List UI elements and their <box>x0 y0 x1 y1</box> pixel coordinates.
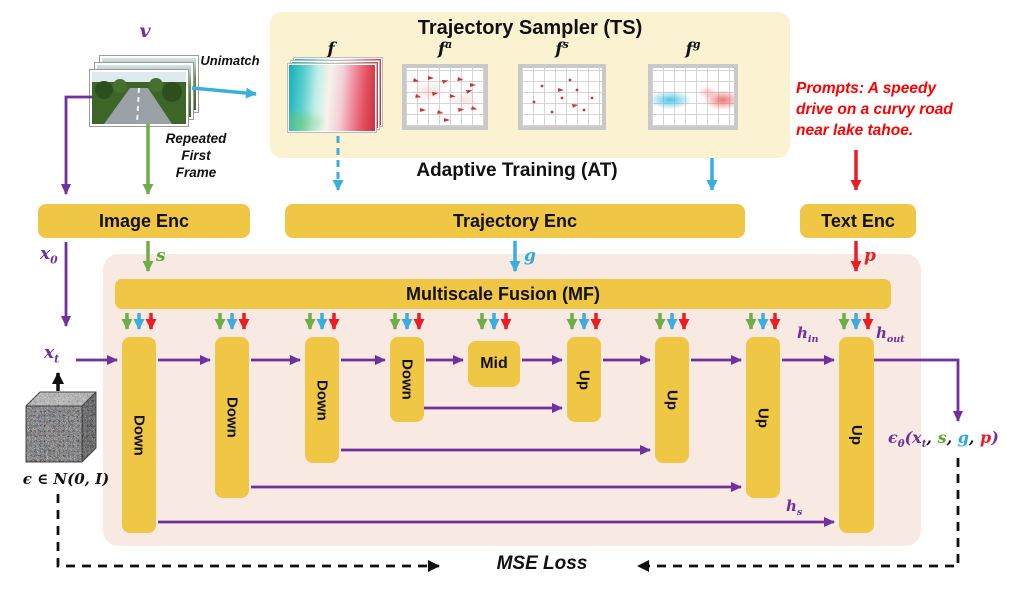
goal-flow-panel <box>648 64 738 130</box>
x0-label: x0 <box>40 244 58 267</box>
flow-layer-front <box>287 63 377 133</box>
flow-label-fs: fs <box>555 38 569 60</box>
h-s-label: hs <box>786 497 803 518</box>
trajectory-sampler-title: Trajectory Sampler (TS) <box>417 17 643 39</box>
unet-up-block-2: Up <box>655 337 689 463</box>
prompts-text: Prompts: A speedy drive on a curvy road … <box>796 80 953 139</box>
unimatch-label: Unimatch <box>200 53 260 68</box>
unet-up-block-4: Up <box>839 337 874 533</box>
h-out-label: hout <box>876 324 905 345</box>
arrow-flow-marks <box>412 76 478 122</box>
trajectory-encoder-box: Trajectory Enc <box>285 204 745 238</box>
unet-down-block-4: Down <box>390 337 424 422</box>
unet-down-block-2: Down <box>215 337 249 498</box>
s-label: s <box>156 246 166 266</box>
h-in-label: hin <box>797 324 819 345</box>
flow-label-fa: fa <box>437 38 453 60</box>
video-symbol-label: v <box>139 20 151 42</box>
mse-loss-label: MSE Loss <box>496 553 588 574</box>
noise-distribution-label: ϵ ∈ N(0, I) <box>22 470 110 488</box>
road-scene-image <box>92 72 186 125</box>
predicted-noise-label: ϵθ(xt, s, g, p) <box>888 428 999 451</box>
g-label: g <box>524 246 536 266</box>
video-frame-front <box>89 69 189 127</box>
unet-down-block-1: Down <box>122 337 156 533</box>
adaptive-training-title: Adaptive Training (AT) <box>416 160 618 181</box>
unet-up-block-1: Up <box>567 337 601 422</box>
sparse-flow-panel <box>518 64 606 130</box>
gaussian-noise-cube <box>25 391 97 463</box>
unet-up-block-3: Up <box>746 337 780 498</box>
xt-label: xt <box>44 343 60 366</box>
p-label: p <box>864 246 876 266</box>
sparse-flow-marks <box>532 78 594 114</box>
unet-down-block-3: Down <box>305 337 339 463</box>
multiscale-fusion-bar: Multiscale Fusion (MF) <box>115 279 891 309</box>
text-encoder-box: Text Enc <box>800 204 916 238</box>
arrow-flow-panel <box>402 64 488 130</box>
flow-label-fg: fg <box>685 38 701 60</box>
flow-label-f: f <box>327 39 335 60</box>
image-encoder-box: Image Enc <box>38 204 250 238</box>
repeated-first-frame-label: Repeated First Frame <box>165 131 227 180</box>
unet-mid-block: Mid <box>468 341 520 387</box>
